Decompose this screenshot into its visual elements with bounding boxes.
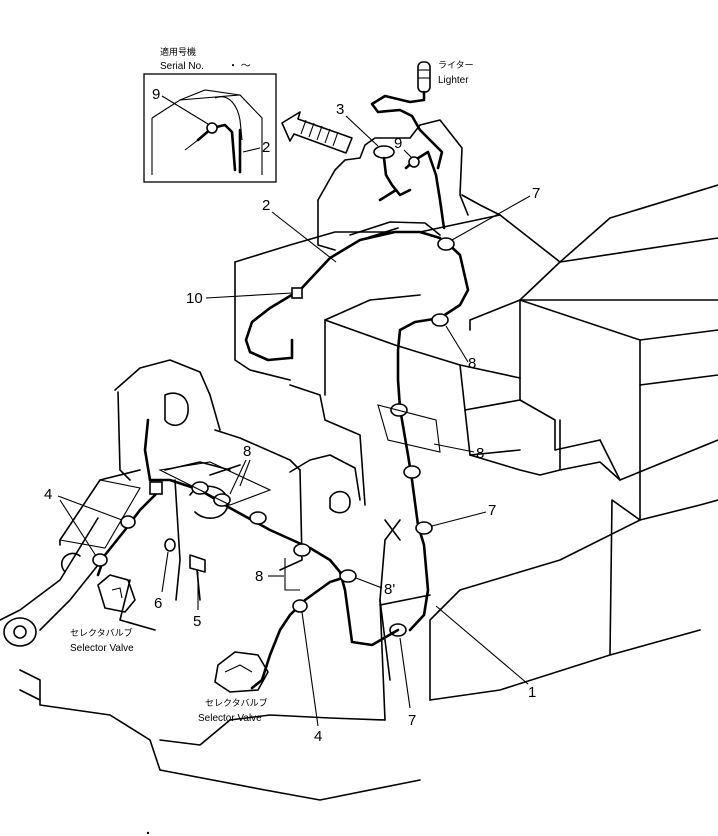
clamp-4-left-b-icon xyxy=(92,553,108,567)
clamp-8-prime-icon xyxy=(339,569,357,583)
callout-inset-9: 9 xyxy=(152,86,160,103)
callout-3: 3 xyxy=(336,101,344,118)
callouts: 3 9 7 2 10 8 8 7 8 4 6 5 8 8' 1 7 xyxy=(44,101,540,745)
inset-panel: 適用号機 Serial No. ・ ～ 9 2 xyxy=(143,46,277,183)
clamp-8-d-icon xyxy=(191,481,209,495)
callout-5: 5 xyxy=(193,613,201,630)
machine-body xyxy=(0,119,718,801)
callout-7-bottom: 7 xyxy=(408,712,416,729)
clamp-4-left-icon xyxy=(120,515,136,529)
selector-valve-bottom-label-jp: セレクタバルブ xyxy=(205,697,268,708)
selector-valve-left-label: Selector Valve xyxy=(70,643,134,654)
callout-4-left: 4 xyxy=(44,486,52,503)
inset-serial-label: Serial No. xyxy=(160,61,204,72)
lighter: ライター Lighter xyxy=(370,60,474,170)
callout-2: 2 xyxy=(262,197,270,214)
clamp-8-b-icon xyxy=(249,511,267,525)
inset-serial-range: ・ ～ xyxy=(228,61,251,72)
clamp-8-right-icon xyxy=(431,313,449,327)
callout-4-bottom: 4 xyxy=(314,728,322,745)
selector-valve-left: セレクタバルブ Selector Valve xyxy=(70,574,136,654)
callout-6: 6 xyxy=(154,595,162,612)
clamp-9-icon xyxy=(408,156,420,168)
selector-valve-bottom: セレクタバルブ Selector Valve xyxy=(198,651,269,724)
view-direction-arrow-icon xyxy=(281,111,353,154)
callout-7-mid: 7 xyxy=(488,502,496,519)
clamp-7-mid-icon xyxy=(415,521,433,535)
switch-icon xyxy=(373,145,395,159)
clip-10-icon xyxy=(291,287,303,299)
callout-inset-2: 2 xyxy=(262,139,270,156)
washer-6-icon xyxy=(164,538,176,552)
selector-valve-left-label-jp: セレクタバルブ xyxy=(70,627,133,638)
callout-1: 1 xyxy=(528,684,536,701)
callout-8-prime: 8' xyxy=(384,581,395,598)
dot xyxy=(146,831,150,835)
callout-8-right: 8 xyxy=(468,355,476,372)
callout-10: 10 xyxy=(186,290,203,307)
connector-icon xyxy=(149,481,163,495)
clamp-4-bottom-icon xyxy=(292,599,308,613)
callout-8-mid: 8 xyxy=(476,445,484,462)
inset-clamp-icon xyxy=(206,122,218,134)
clamp-8-a-icon xyxy=(293,543,311,557)
inset-applicable-jp: 適用号機 xyxy=(160,46,196,57)
clamp-7-top-icon xyxy=(437,237,455,251)
clamp-8-lower-icon xyxy=(403,465,421,479)
callout-8-bracket: 8 xyxy=(255,568,263,585)
callout-8-top-left: 8 xyxy=(243,443,251,460)
callout-7-top: 7 xyxy=(532,185,540,202)
lighter-label: Lighter xyxy=(438,75,469,86)
lighter-label-jp: ライター xyxy=(438,60,474,70)
callout-9: 9 xyxy=(394,135,402,152)
selector-valve-bottom-label: Selector Valve xyxy=(198,713,262,724)
bolt-5-icon xyxy=(189,554,206,573)
